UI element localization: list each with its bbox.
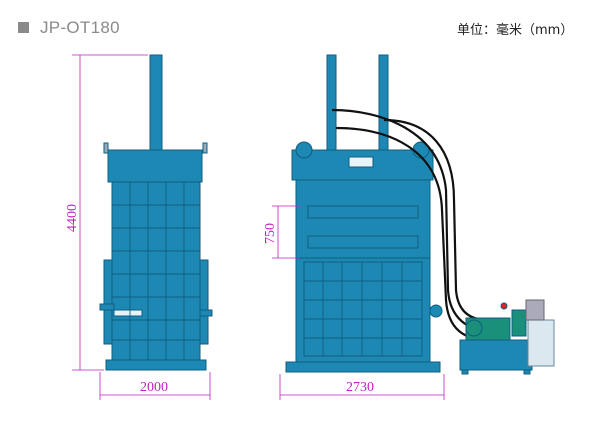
front-view bbox=[285, 54, 443, 373]
unit-label: 单位：毫米（mm） bbox=[457, 23, 574, 38]
dimension-front-width-label: 2730 bbox=[346, 380, 374, 395]
dimension-height-label: 4400 bbox=[65, 204, 80, 232]
dimension-height-lines bbox=[72, 54, 211, 400]
hydraulic-power-unit bbox=[459, 299, 555, 375]
side-view bbox=[99, 54, 213, 371]
dimension-front-lines bbox=[272, 205, 445, 400]
model-title: JP-OT180 bbox=[40, 18, 120, 37]
dimension-side-width-label: 2000 bbox=[140, 380, 168, 395]
dimension-chamber-height-label: 750 bbox=[263, 223, 278, 244]
header-square-icon bbox=[18, 22, 29, 33]
